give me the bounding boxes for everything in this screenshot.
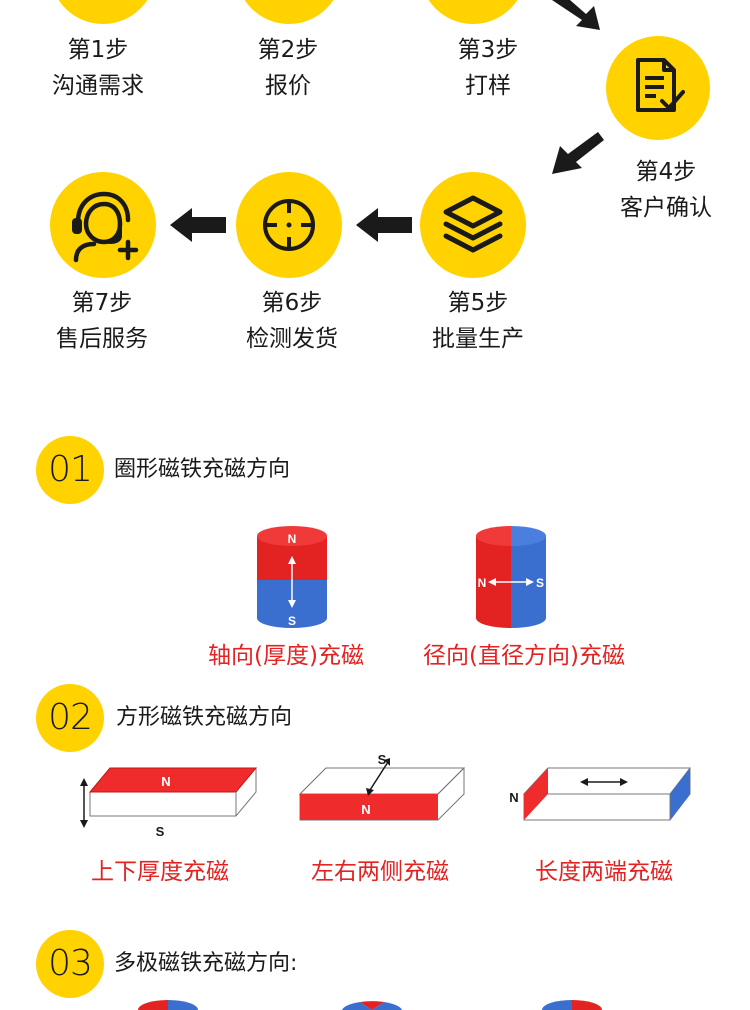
- step1-name: 沟通需求: [52, 73, 144, 99]
- north-pole-label: N: [288, 532, 297, 546]
- arrow-down-left-icon: [552, 132, 604, 174]
- multipole-magnet: [542, 1000, 602, 1010]
- step6-number: 第6步: [261, 290, 323, 316]
- north-pole-label: N: [509, 790, 518, 805]
- caption-radial: 径向(直径方向)充磁: [423, 643, 625, 669]
- step2-label: 第2步 报价: [208, 32, 368, 104]
- caption-sides: 左右两侧充磁: [311, 859, 449, 885]
- north-pole-label: N: [478, 576, 487, 590]
- step2-circle: [236, 0, 342, 24]
- step4-number: 第4步: [635, 159, 697, 185]
- step5-name: 批量生产: [432, 326, 524, 352]
- support-headset-icon: [72, 191, 139, 263]
- section-01-title: 圈形磁铁充磁方向: [114, 457, 291, 482]
- step1-label: 第1步 沟通需求: [18, 32, 178, 104]
- section-01-badge: 01: [36, 436, 104, 504]
- section-03-title: 多极磁铁充磁方向:: [114, 951, 298, 976]
- arrow-down-right-icon: [552, 0, 600, 30]
- step7-circle: [50, 172, 156, 278]
- radial-cylinder-magnet: N S: [476, 526, 546, 628]
- step2-name: 报价: [265, 73, 311, 99]
- north-pole-label: N: [361, 802, 370, 817]
- axial-cylinder-magnet: N S: [257, 526, 327, 628]
- step1-circle: [50, 0, 156, 24]
- step6-label: 第6步 检测发货: [212, 285, 372, 357]
- south-pole-label: S: [156, 824, 165, 839]
- step5-number: 第5步: [447, 290, 509, 316]
- document-check-icon: [636, 58, 685, 112]
- multipole-magnet: [342, 1001, 402, 1010]
- step3-number: 第3步: [457, 37, 519, 63]
- crosshair-icon: [263, 199, 315, 251]
- south-pole-label: S: [288, 614, 296, 628]
- caption-axial: 轴向(厚度)充磁: [208, 643, 364, 669]
- caption-length: 长度两端充磁: [535, 859, 673, 885]
- multipole-magnet: [138, 1000, 198, 1010]
- step7-label: 第7步 售后服务: [22, 285, 182, 357]
- step3-name: 打样: [465, 73, 511, 99]
- section-02-title: 方形磁铁充磁方向: [116, 705, 293, 730]
- step6-name: 检测发货: [246, 326, 338, 352]
- caption-thickness: 上下厚度充磁: [91, 859, 229, 885]
- step5-label: 第5步 批量生产: [398, 285, 558, 357]
- layers-icon: [443, 195, 503, 253]
- arrow-left-icon: [170, 208, 226, 242]
- north-pole-label: N: [161, 774, 170, 789]
- south-pole-label: S: [378, 752, 387, 767]
- step3-label: 第3步 打样: [408, 32, 568, 104]
- arrow-left-icon: [356, 208, 412, 242]
- section-03-badge: 03: [36, 930, 104, 998]
- section-02-badge: 02: [36, 684, 104, 752]
- step4-label: 第4步 客户确认: [586, 154, 746, 226]
- block-magnet-thickness: N S: [80, 767, 258, 839]
- step7-number: 第7步: [71, 290, 133, 316]
- step7-name: 售后服务: [56, 326, 148, 352]
- block-magnet-sides: S N: [298, 752, 466, 821]
- step2-number: 第2步: [257, 37, 319, 63]
- step3-circle: [420, 0, 526, 24]
- south-pole-label: S: [536, 576, 544, 590]
- step4-name: 客户确认: [620, 195, 712, 221]
- step1-number: 第1步: [67, 37, 129, 63]
- block-magnet-length: N: [509, 767, 692, 821]
